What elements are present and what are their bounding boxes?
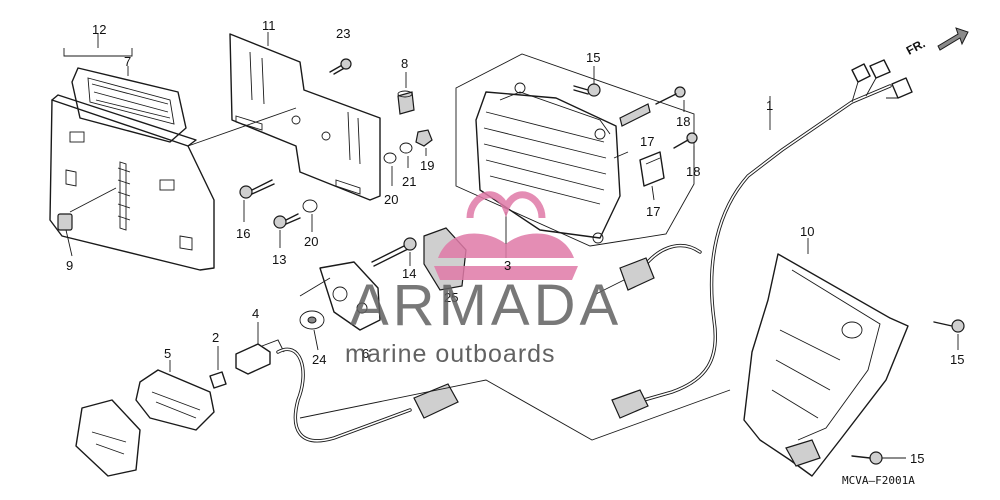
- callout-2: 2: [212, 330, 219, 345]
- callout-20-left: 20: [304, 234, 318, 249]
- callout-15-top: 15: [586, 50, 600, 65]
- watermark-title: ARMADA: [350, 273, 623, 338]
- callout-6: 6: [362, 346, 369, 361]
- fasteners-right-top: [573, 66, 698, 201]
- callout-24: 24: [312, 352, 326, 367]
- callout-3: 3: [504, 258, 511, 273]
- callout-25: 25: [444, 290, 458, 305]
- callout-18-top: 18: [676, 114, 690, 129]
- callout-8: 8: [401, 56, 408, 71]
- part-stay: [187, 32, 381, 201]
- callout-4: 4: [252, 306, 259, 321]
- callout-11: 11: [262, 18, 276, 33]
- callout-15-bottom: 15: [910, 451, 924, 466]
- callout-16: 16: [236, 226, 250, 241]
- callout-20-right: 20: [384, 192, 398, 207]
- callout-1: 1: [766, 98, 773, 113]
- callout-13: 13: [272, 252, 286, 267]
- callout-labels: 12 7 11 23 8 15 1 18 17 18 17 19 21 20 1…: [66, 18, 964, 466]
- callout-18-bottom: 18: [686, 164, 700, 179]
- callout-7: 7: [124, 54, 131, 69]
- callout-10: 10: [800, 224, 814, 239]
- part-taillight: [455, 53, 695, 258]
- callout-15-right: 15: [950, 352, 964, 367]
- callout-12: 12: [92, 22, 106, 37]
- fr-arrow-icon: [937, 27, 969, 51]
- part-license-bracket: [49, 94, 215, 271]
- part-license-light: [75, 310, 325, 477]
- callout-9: 9: [66, 258, 73, 273]
- part-reflector: [63, 34, 187, 143]
- fasteners-left: [239, 58, 433, 248]
- watermark-logo-icon: [434, 191, 578, 280]
- part-fender: [743, 238, 965, 477]
- callout-5: 5: [164, 346, 171, 361]
- callout-21: 21: [402, 174, 416, 189]
- callout-14: 14: [402, 266, 416, 281]
- callout-17-bottom: 17: [646, 204, 660, 219]
- diagram-code: MCVA–F2001A: [842, 474, 915, 487]
- callout-23: 23: [336, 26, 350, 41]
- callout-17-top: 17: [640, 134, 654, 149]
- watermark-subtitle: marine outboards: [345, 340, 556, 368]
- wire-harness: [276, 59, 913, 443]
- callout-19: 19: [420, 158, 434, 173]
